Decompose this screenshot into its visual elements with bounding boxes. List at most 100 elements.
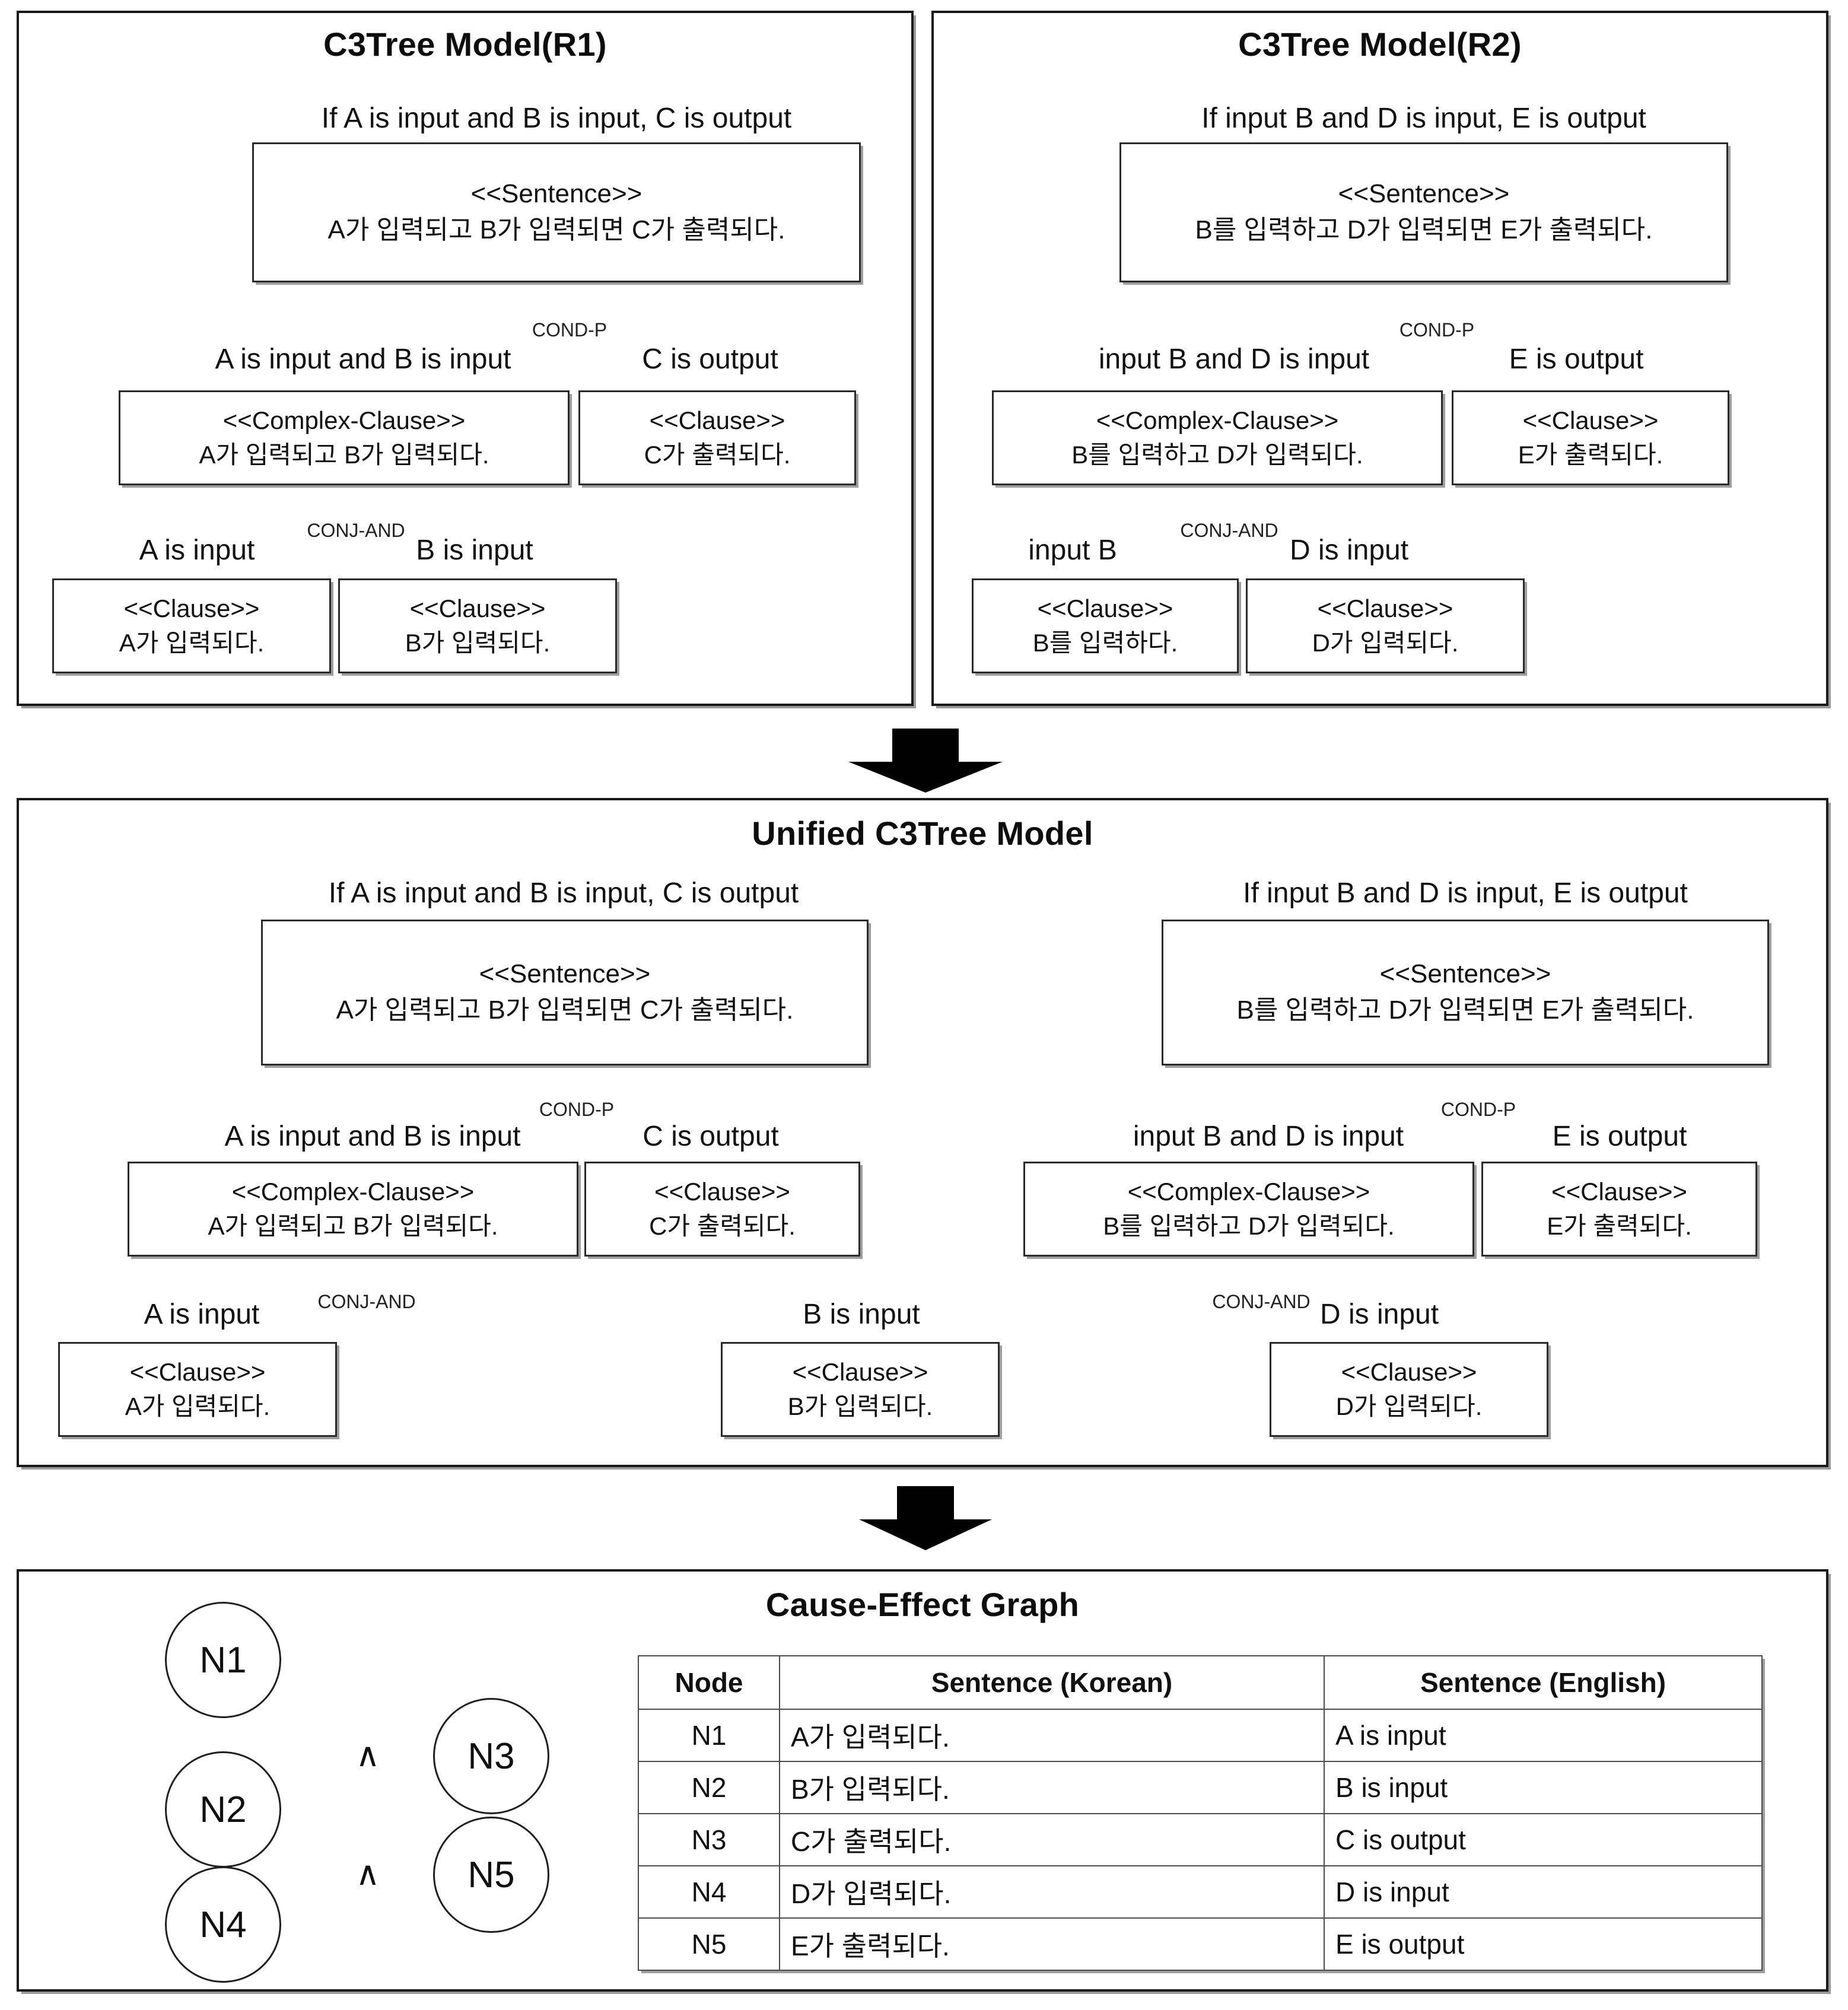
unified-clause-a-text: A가 입력되다. (125, 1392, 271, 1420)
table-row: N1 A가 입력되다. A is input (638, 1709, 1763, 1762)
th-sentence-english: Sentence (English) (1324, 1655, 1763, 1710)
r1-cond-p-label: COND-P (532, 319, 607, 341)
unified-left-root-english-label: If A is input and B is input, C is outpu… (328, 877, 799, 909)
r2-root-sentence-box: <<Sentence>> B를 입력하고 D가 입력되면 E가 출력되다. (1119, 142, 1728, 282)
unified-clause-e-box: <<Clause>> E가 출력되다. (1481, 1162, 1757, 1257)
r2-mid-right-english-label: E is output (1509, 344, 1644, 375)
r2-conj-and-label: CONJ-AND (1180, 520, 1278, 541)
unified-left-complex-clause-text: A가 입력되고 B가 입력되다. (208, 1212, 498, 1240)
r1-clause-a-stereotype: <<Clause>> (123, 594, 260, 623)
unified-right-complex-clause-box: <<Complex-Clause>> B를 입력하고 D가 입력되다. (1023, 1162, 1474, 1257)
r2-leaf-b-english-label: input B (1028, 535, 1117, 566)
r2-root-stereotype: <<Sentence>> (1338, 179, 1510, 209)
r2-clause-d-box: <<Clause>> D가 입력되다. (1246, 578, 1525, 673)
ce-node-n3-label: N3 (467, 1735, 515, 1777)
unified-clause-d-text: D가 입력되다. (1335, 1392, 1483, 1420)
panel-unified-title: Unified C3Tree Model (752, 815, 1093, 852)
cell-node: N2 (638, 1761, 780, 1814)
unified-clause-a-box: <<Clause>> A가 입력되다. (58, 1342, 337, 1437)
r1-root-sentence-box: <<Sentence>> A가 입력되고 B가 입력되면 C가 출력되다. (252, 142, 861, 282)
unified-clause-b-box: <<Clause>> B가 입력되다. (721, 1342, 1000, 1437)
unified-right-root-english-label: If input B and D is input, E is output (1243, 877, 1688, 909)
unified-leaf-a-english-label: A is input (144, 1299, 260, 1330)
r1-mid-right-english-label: C is output (642, 344, 778, 375)
unified-left-complex-clause-box: <<Complex-Clause>> A가 입력되고 B가 입력되다. (128, 1162, 578, 1257)
panel-cause-effect-title: Cause-Effect Graph (765, 1586, 1080, 1623)
cell-node: N1 (638, 1709, 780, 1762)
table-row: N5 E가 출력되다. E is output (638, 1917, 1763, 1971)
cell-english: B is input (1324, 1761, 1763, 1814)
cell-korean: A가 입력되다. (779, 1709, 1325, 1762)
cell-node: N3 (638, 1813, 780, 1866)
cell-korean: C가 출력되다. (779, 1813, 1325, 1866)
unified-right-mid-right-english-label: E is output (1552, 1121, 1687, 1152)
unified-right-complex-clause-text: B를 입력하고 D가 입력되다. (1103, 1212, 1395, 1240)
unified-right-cond-p-label: COND-P (1440, 1099, 1516, 1120)
unified-left-root-text: A가 입력되고 B가 입력되면 C가 출력되다. (336, 996, 794, 1025)
unified-clause-b-stereotype: <<Clause>> (792, 1358, 928, 1386)
ce-node-n5-label: N5 (467, 1854, 515, 1895)
table-row: N3 C가 출력되다. C is output (638, 1813, 1763, 1866)
r2-clause-e-text: E가 출력되다. (1518, 441, 1663, 469)
r1-mid-left-english-label: A is input and B is input (215, 344, 511, 375)
th-node: Node (638, 1655, 780, 1710)
unified-right-root-sentence-box: <<Sentence>> B를 입력하고 D가 입력되면 E가 출력되다. (1162, 920, 1769, 1066)
r1-clause-a-text: A가 입력되다. (119, 629, 265, 657)
cell-english: A is input (1324, 1709, 1763, 1762)
th-sentence-korean: Sentence (Korean) (779, 1655, 1325, 1710)
ce-node-n4: N4 (165, 1866, 281, 1983)
r1-complex-clause-text: A가 입력되고 B가 입력되다. (199, 441, 489, 469)
cell-korean: B가 입력되다. (779, 1761, 1325, 1814)
r1-root-english-label: If A is input and B is input, C is outpu… (321, 103, 792, 134)
unified-clause-c-box: <<Clause>> C가 출력되다. (584, 1162, 860, 1257)
r1-leaf-b-english-label: B is input (416, 535, 533, 566)
r2-mid-left-english-label: input B and D is input (1098, 344, 1370, 375)
ce-and-marker-n3: ∧ (355, 1736, 380, 1773)
cell-korean: E가 출력되다. (779, 1917, 1325, 1971)
table-row: N4 D가 입력되다. D is input (638, 1865, 1763, 1919)
unified-clause-d-stereotype: <<Clause>> (1341, 1358, 1477, 1386)
ce-node-n2-label: N2 (199, 1789, 247, 1830)
unified-right-root-text: B를 입력하고 D가 입력되면 E가 출력되다. (1236, 996, 1694, 1025)
r2-clause-e-box: <<Clause>> E가 출력되다. (1452, 390, 1729, 485)
r1-clause-a-box: <<Clause>> A가 입력되다. (52, 578, 331, 673)
unified-clause-e-stereotype: <<Clause>> (1551, 1178, 1687, 1206)
cause-effect-node-table: Node Sentence (Korean) Sentence (English… (638, 1655, 1763, 1971)
table-header-row: Node Sentence (Korean) Sentence (English… (638, 1655, 1763, 1710)
r1-root-stereotype: <<Sentence>> (470, 179, 642, 209)
unified-left-cond-p-label: COND-P (539, 1099, 615, 1120)
ce-node-n5: N5 (433, 1817, 549, 1933)
ce-and-marker-n5: ∧ (355, 1855, 380, 1892)
unified-left-complex-clause-stereotype: <<Complex-Clause>> (231, 1178, 475, 1206)
unified-left-root-sentence-box: <<Sentence>> A가 입력되고 B가 입력되면 C가 출력되다. (261, 920, 869, 1066)
r1-clause-c-text: C가 출력되다. (644, 441, 791, 469)
cell-english: C is output (1324, 1813, 1763, 1866)
r1-complex-clause-stereotype: <<Complex-Clause>> (222, 406, 466, 435)
panel-r2-title: C3Tree Model(R2) (1238, 26, 1522, 63)
ce-node-n3: N3 (433, 1698, 549, 1814)
ce-node-n1: N1 (165, 1602, 281, 1718)
r2-clause-d-stereotype: <<Clause>> (1317, 594, 1453, 623)
r1-root-text: A가 입력되고 B가 입력되면 C가 출력되다. (327, 215, 785, 244)
r1-clause-b-text: B가 입력되다. (405, 629, 551, 657)
r1-leaf-a-english-label: A is input (139, 535, 255, 566)
r2-clause-d-text: D가 입력되다. (1312, 629, 1459, 657)
r2-clause-b-text: B를 입력하다. (1032, 629, 1178, 657)
ce-node-n1-label: N1 (199, 1639, 247, 1681)
transition-arrow-top (831, 729, 1020, 794)
unified-left-mid-left-english-label: A is input and B is input (224, 1121, 521, 1152)
unified-clause-e-text: E가 출력되다. (1547, 1212, 1692, 1240)
r1-clause-c-box: <<Clause>> C가 출력되다. (578, 390, 856, 485)
r2-clause-e-stereotype: <<Clause>> (1522, 406, 1659, 435)
transition-arrow-bottom (842, 1486, 1009, 1551)
r2-complex-clause-stereotype: <<Complex-Clause>> (1096, 406, 1339, 435)
r2-clause-b-stereotype: <<Clause>> (1037, 594, 1173, 623)
unified-clause-c-stereotype: <<Clause>> (654, 1178, 790, 1206)
r1-clause-b-stereotype: <<Clause>> (409, 594, 546, 623)
r2-complex-clause-text: B를 입력하고 D가 입력되다. (1071, 441, 1363, 469)
r1-complex-clause-box: <<Complex-Clause>> A가 입력되고 B가 입력되다. (119, 390, 570, 485)
r2-leaf-d-english-label: D is input (1289, 535, 1409, 566)
cell-english: E is output (1324, 1917, 1763, 1971)
panel-r1-title: C3Tree Model(R1) (323, 26, 607, 63)
